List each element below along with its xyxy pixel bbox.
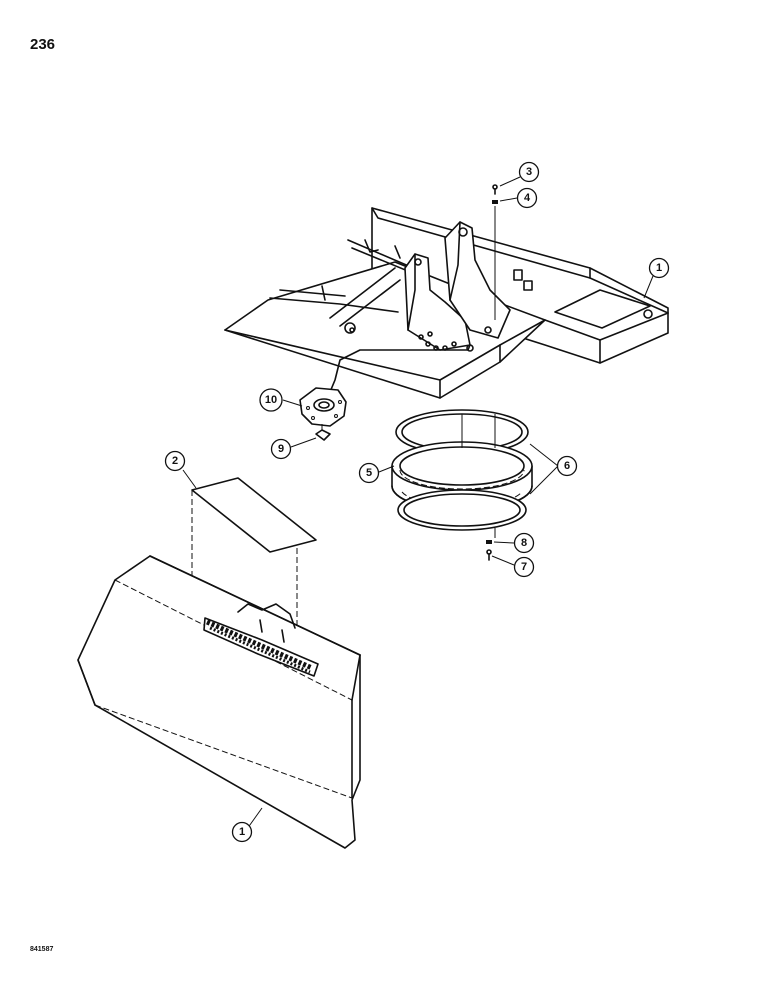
callout-8: 8 [513,532,535,554]
callout-7: 7 [513,556,535,578]
callout-10: 10 [259,388,283,412]
callout-3: 3 [518,161,540,183]
callout-7-label: 7 [521,561,527,573]
callout-4-label: 4 [524,192,531,204]
lower-frame [77,555,361,849]
callout-9: 9 [270,438,292,460]
callout-6-label: 6 [564,460,570,472]
swing-bearing [391,409,533,561]
callout-1-lower: 1 [231,821,253,843]
callout-2-label: 2 [172,455,178,467]
callout-6: 6 [556,455,578,477]
callout-5-label: 5 [366,467,372,479]
leader-lines [182,176,654,830]
callout-5: 5 [358,462,380,484]
page-number: 236 [30,36,56,53]
figure-code: 841587 [30,946,54,953]
callout-9-label: 9 [278,443,284,455]
callout-1-lower-label: 1 [239,826,245,838]
callout-8-label: 8 [521,537,527,549]
callout-1-upper-label: 1 [656,262,662,274]
callout-4: 4 [516,187,538,209]
callout-2: 2 [164,450,186,472]
callout-1-upper: 1 [648,257,670,279]
swivel-fitting [299,387,347,441]
callout-3-label: 3 [526,166,532,178]
callout-10-label: 10 [265,394,277,406]
bolt-and-washer-top [492,184,498,320]
upper-frame-assembly [224,207,669,399]
